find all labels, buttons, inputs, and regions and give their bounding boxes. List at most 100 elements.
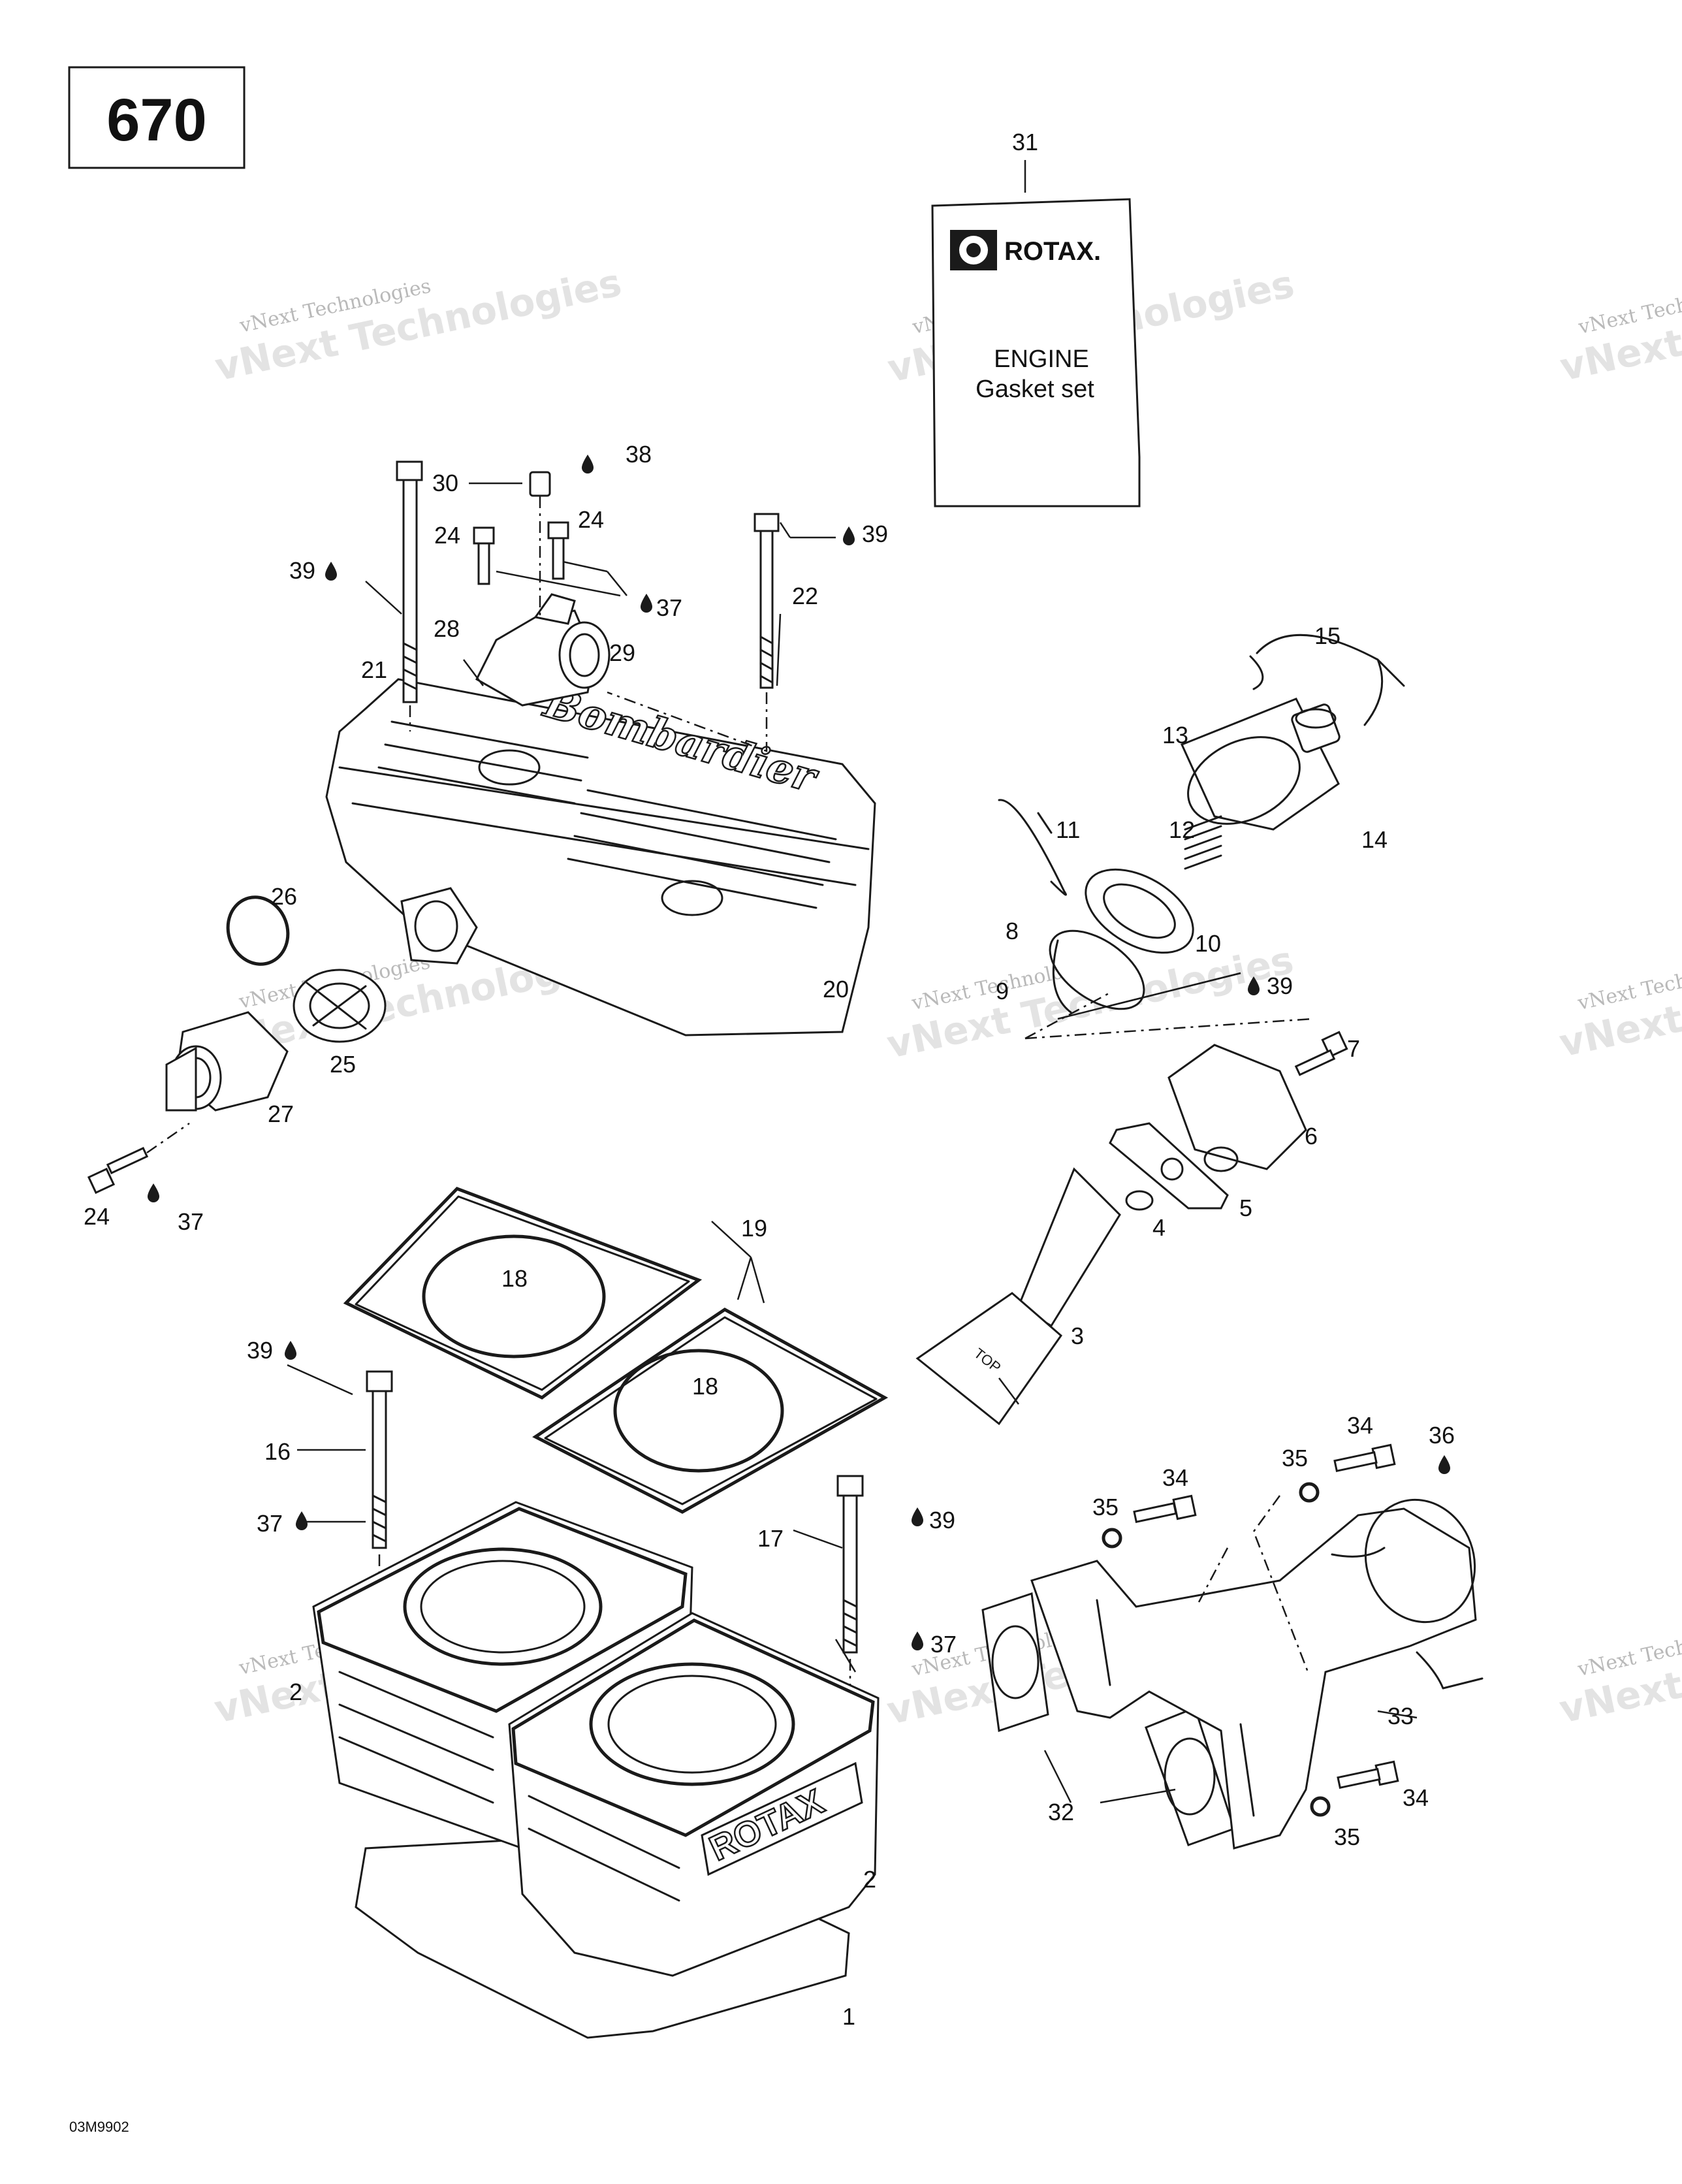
callout-34: 34	[1403, 1784, 1429, 1811]
exhaust-manifold-33	[1030, 1498, 1484, 1850]
diaphragm-10	[1085, 868, 1194, 954]
callout-1: 1	[842, 2003, 855, 2030]
callout-37: 37	[656, 594, 682, 621]
callout-4: 4	[1152, 1214, 1166, 1241]
cylinder-head-assembly: Bombardier	[325, 460, 876, 1036]
drop-icon	[843, 526, 855, 545]
callout-30: 30	[432, 470, 458, 496]
bolt-7	[1294, 1031, 1348, 1076]
gasket-kit-line2: Gasket set	[976, 376, 1094, 403]
callout-35: 35	[1282, 1445, 1308, 1471]
drop-icon	[912, 1507, 923, 1526]
washer-35-a	[1102, 1528, 1122, 1549]
callout-35: 35	[1092, 1494, 1119, 1520]
drop-icon	[296, 1511, 308, 1530]
callout-39: 39	[247, 1337, 273, 1364]
bolt-24-b	[547, 521, 569, 580]
callout-24: 24	[578, 506, 604, 533]
exhaust-manifold-group	[981, 1443, 1484, 1850]
rotax-logo-icon	[950, 230, 997, 270]
housing-6	[1167, 1044, 1307, 1172]
drop-icon	[325, 562, 337, 581]
drop-icons	[148, 455, 1450, 1650]
callout-11: 11	[1056, 816, 1080, 843]
drop-icon	[1438, 1455, 1450, 1474]
callout-38: 38	[626, 441, 652, 468]
callout-35: 35	[1334, 1823, 1360, 1850]
bolt-22	[754, 513, 780, 689]
callout-18: 18	[692, 1373, 718, 1400]
drop-icon	[285, 1341, 296, 1360]
callout-2: 2	[289, 1678, 302, 1705]
drop-icon	[1248, 976, 1260, 995]
callout-32: 32	[1048, 1799, 1074, 1825]
thermostat-housing-27	[165, 1011, 289, 1112]
callout-29: 29	[609, 639, 635, 666]
callout-10: 10	[1195, 930, 1221, 957]
washer-35-b	[1299, 1482, 1320, 1503]
callout-5: 5	[1239, 1195, 1252, 1221]
callout-34: 34	[1347, 1412, 1373, 1439]
washer-35-c	[1310, 1796, 1331, 1817]
bolt-17	[836, 1475, 864, 1654]
callout-28: 28	[434, 615, 460, 642]
thermostat-25	[293, 969, 387, 1043]
callout-39: 39	[1267, 972, 1293, 999]
callout-19: 19	[741, 1215, 767, 1242]
callout-24: 24	[434, 522, 460, 549]
callout-20: 20	[823, 976, 849, 1003]
bolt-34-b	[1333, 1443, 1396, 1473]
callout-37: 37	[178, 1208, 204, 1235]
callout-17: 17	[757, 1525, 784, 1552]
drop-icon	[912, 1631, 923, 1650]
leader-lines	[287, 482, 1418, 1804]
cylinder-block: ROTAX	[312, 1501, 880, 2039]
callout-31: 31	[1012, 129, 1038, 155]
plug-30	[529, 471, 551, 497]
valve-8	[1049, 929, 1145, 1014]
thermostat-housing-group	[87, 895, 387, 1195]
callout-8: 8	[1006, 918, 1019, 944]
rave-valve-group: TOP	[915, 634, 1405, 1426]
callout-18: 18	[501, 1265, 528, 1292]
callout-labels: 31 38 30 24 24 39 39 37 22 21 28 29 15 1…	[84, 129, 1455, 2030]
callout-33: 33	[1388, 1703, 1414, 1729]
gasket-kit-package: ROTAX. ENGINE Gasket set	[931, 160, 1141, 507]
gasket-kit-line1: ENGINE	[994, 345, 1089, 373]
gasket-kit-brand: ROTAX.	[1004, 237, 1101, 266]
callout-37: 37	[257, 1510, 283, 1537]
drop-icon	[148, 1183, 159, 1202]
callout-21: 21	[361, 656, 387, 683]
page-number-box: 670	[68, 66, 246, 169]
callout-22: 22	[792, 583, 818, 609]
callout-7: 7	[1347, 1035, 1360, 1062]
washer-4	[1125, 1190, 1154, 1211]
callout-39: 39	[289, 557, 315, 584]
callout-39: 39	[929, 1507, 955, 1534]
gasket-5	[1109, 1122, 1229, 1210]
callout-15: 15	[1314, 622, 1341, 649]
callout-16: 16	[264, 1438, 291, 1465]
clip-11	[998, 799, 1067, 896]
callout-37: 37	[930, 1631, 957, 1658]
cooling-fins	[377, 720, 837, 909]
callout-25: 25	[330, 1051, 356, 1078]
bolt-24-c	[87, 1146, 149, 1195]
callout-2: 2	[863, 1866, 876, 1893]
callout-9: 9	[996, 978, 1009, 1004]
callout-14: 14	[1361, 826, 1388, 853]
bolt-21	[396, 460, 423, 703]
spring-12	[1184, 815, 1222, 870]
bolt-24-a	[473, 526, 495, 585]
bolt-16	[366, 1370, 393, 1549]
callout-13: 13	[1162, 722, 1188, 748]
valve-3: TOP	[915, 1167, 1121, 1426]
exhaust-gasket-32-a	[981, 1592, 1049, 1732]
callout-34: 34	[1162, 1464, 1188, 1491]
bolt-34-c	[1337, 1760, 1399, 1790]
drop-icon	[582, 455, 594, 474]
drop-icon	[641, 594, 652, 613]
callout-3: 3	[1071, 1323, 1084, 1349]
head-gaskets	[343, 1187, 889, 1514]
